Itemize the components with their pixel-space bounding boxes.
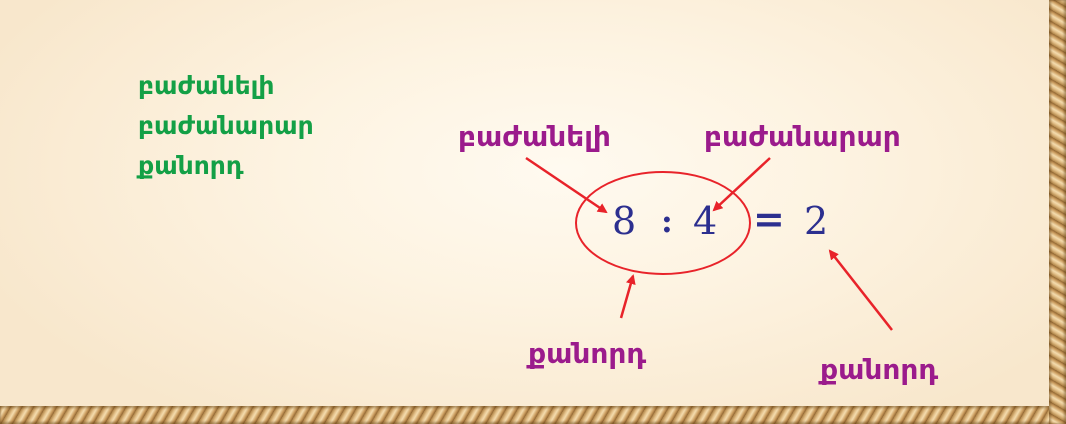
equals-sign: = [753,196,785,241]
label-divisor: բաժանարար [704,120,901,153]
rope-border-bottom [0,406,1066,424]
label-quotient-result: քանորդ [820,353,939,386]
number-dividend: 8 [612,199,637,243]
terms-legend: բաժանելի բաժանարար քանորդ [138,66,314,186]
rope-border-right [1049,0,1066,424]
number-divisor: 4 [693,199,718,243]
legend-item-quotient: քանորդ [138,151,244,180]
arrow-to-dividend [525,156,608,214]
label-quotient-expression: քանորդ [528,337,647,370]
arrow-to-divisor [712,157,771,212]
expression-ellipse [575,171,751,275]
arrow-to-quotient [828,249,893,331]
label-dividend: բաժանելի [458,120,611,153]
legend-item-dividend: բաժանելի [138,71,275,100]
arrow-to-ellipse [619,274,636,319]
division-sign: : [661,202,673,240]
legend-item-divisor: բաժանարար [138,111,314,140]
number-quotient: 2 [804,199,829,243]
